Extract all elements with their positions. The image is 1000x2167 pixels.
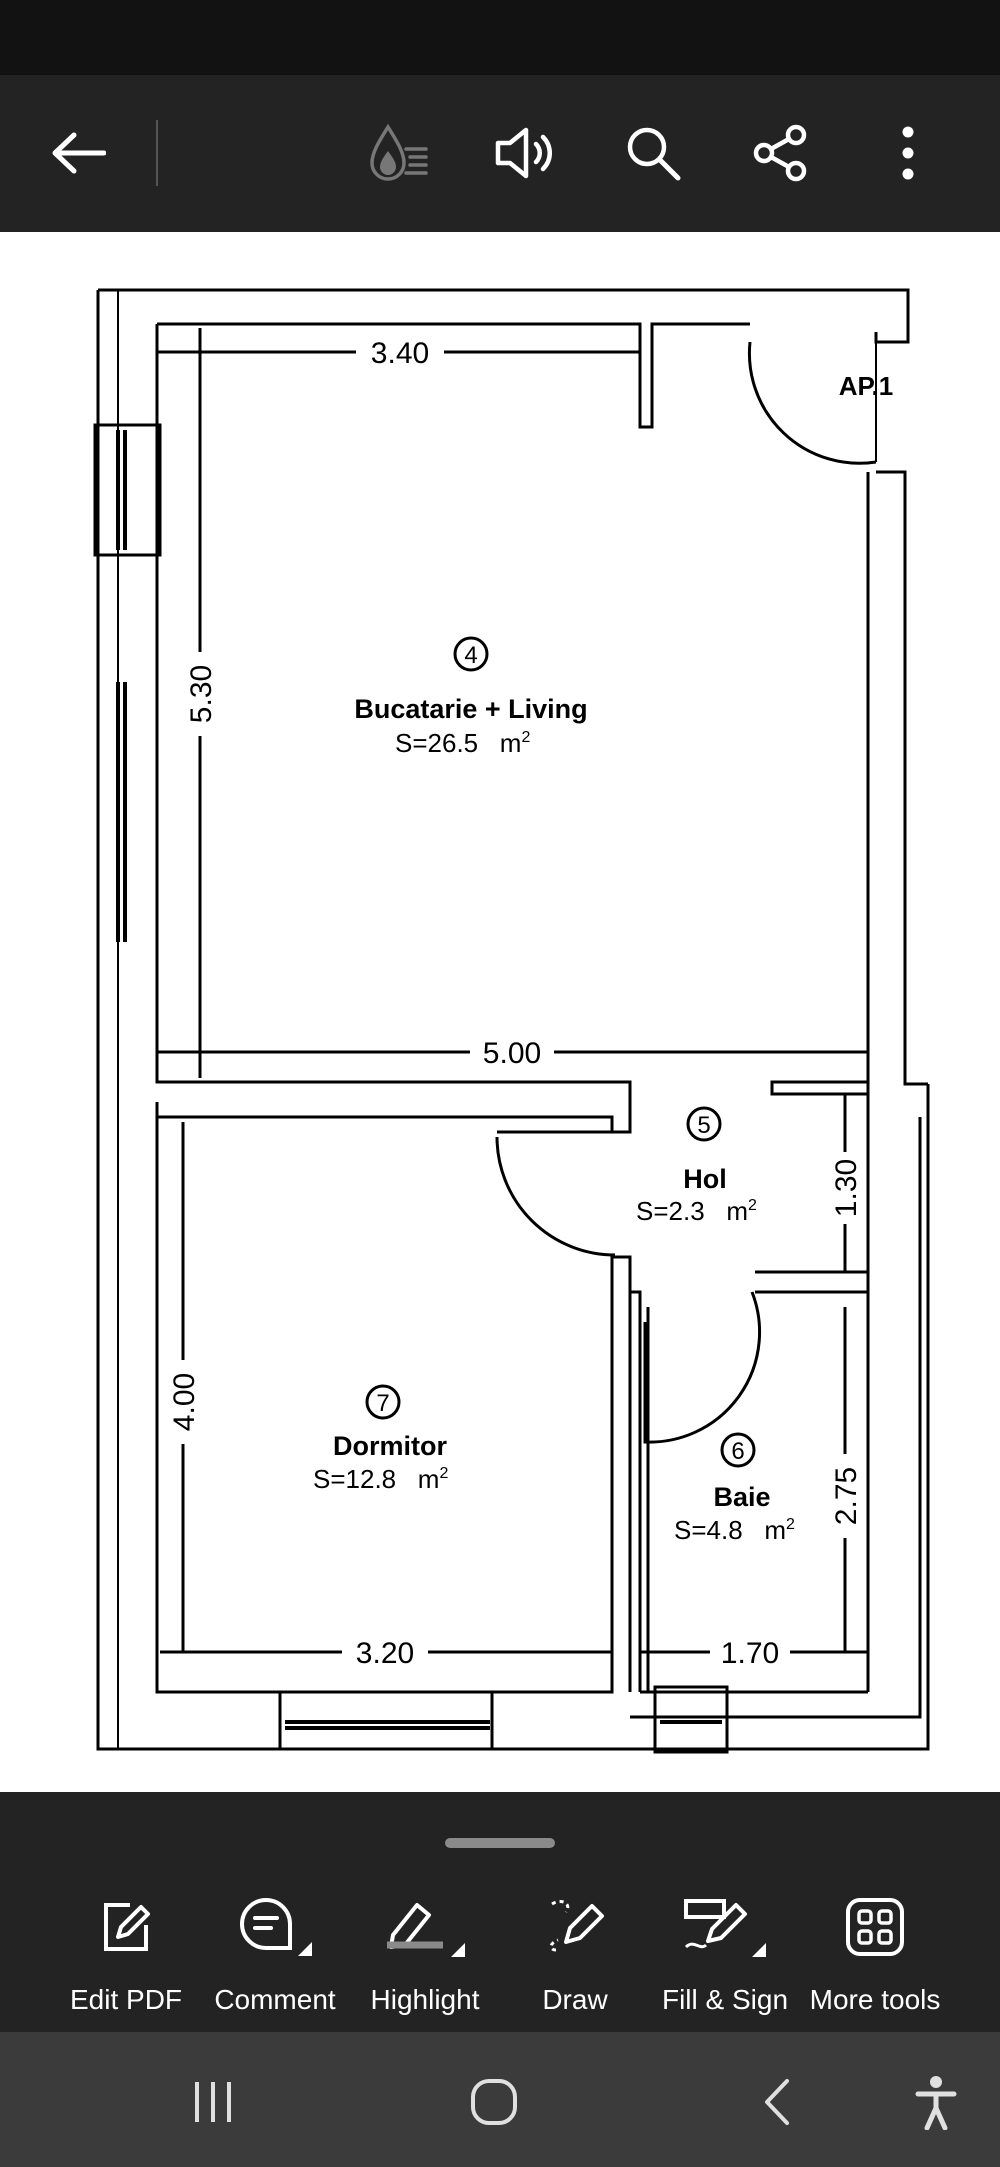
room-area: S=2.3 m2 bbox=[636, 1196, 757, 1226]
tool-draw[interactable]: Draw bbox=[500, 1892, 650, 2015]
room-number: 5 bbox=[697, 1112, 710, 1139]
status-bar bbox=[0, 0, 1000, 75]
back-arrow-icon[interactable] bbox=[33, 108, 123, 198]
share-icon[interactable] bbox=[735, 108, 825, 198]
home-icon[interactable] bbox=[444, 2052, 544, 2152]
room-name: Dormitor bbox=[333, 1431, 447, 1461]
read-aloud-icon[interactable] bbox=[480, 108, 570, 198]
fill-sign-icon bbox=[650, 1892, 800, 1962]
room-area: S=26.5 m2 bbox=[395, 728, 530, 758]
draw-icon bbox=[500, 1892, 650, 1962]
room-name: Bucatarie + Living bbox=[354, 694, 587, 724]
accessibility-icon[interactable] bbox=[886, 2052, 986, 2152]
tool-edit-pdf[interactable]: Edit PDF bbox=[51, 1892, 201, 2015]
top-toolbar bbox=[0, 75, 1000, 232]
apartment-label: AP.1 bbox=[839, 371, 893, 401]
pdf-document-view[interactable]: 4 5 6 7 Bucatarie + Living Hol Baie Dorm… bbox=[0, 232, 1000, 1792]
dimension-label: 5.30 bbox=[185, 665, 218, 723]
dimension-label: 3.40 bbox=[371, 337, 429, 370]
tool-label: Edit PDF bbox=[69, 1984, 183, 2015]
tool-label: Comment bbox=[214, 1984, 336, 2015]
back-icon[interactable] bbox=[726, 2052, 826, 2152]
tool-highlight[interactable]: Highlight bbox=[350, 1892, 500, 2015]
comment-icon bbox=[200, 1892, 350, 1962]
room-number: 7 bbox=[376, 1390, 389, 1417]
room-area: S=4.8 m2 bbox=[674, 1515, 795, 1545]
drag-handle[interactable] bbox=[445, 1838, 555, 1848]
room-number: 6 bbox=[731, 1438, 744, 1465]
tool-comment[interactable]: Comment bbox=[200, 1892, 350, 2015]
room-name: Baie bbox=[713, 1482, 770, 1512]
recent-apps-icon[interactable] bbox=[163, 2052, 263, 2152]
liquid-mode-icon[interactable] bbox=[353, 108, 443, 198]
dimension-label: 1.30 bbox=[830, 1159, 863, 1217]
tool-fill-sign[interactable]: Fill & Sign bbox=[650, 1892, 800, 2015]
tool-label: Highlight bbox=[370, 1984, 480, 2015]
more-tools-icon bbox=[800, 1892, 950, 1962]
dimension-label: 2.75 bbox=[830, 1467, 863, 1525]
tool-more-tools[interactable]: More tools bbox=[800, 1892, 950, 2015]
room-number: 4 bbox=[464, 642, 477, 669]
dimension-label: 3.20 bbox=[356, 1637, 414, 1670]
room-area: S=12.8 m2 bbox=[313, 1464, 448, 1494]
highlight-icon bbox=[350, 1892, 500, 1962]
floor-plan: 4 5 6 7 Bucatarie + Living Hol Baie Dorm… bbox=[93, 288, 930, 1754]
dimension-label: 4.00 bbox=[168, 1373, 201, 1431]
system-nav-bar bbox=[0, 2032, 1000, 2167]
tool-label: Draw bbox=[542, 1984, 608, 2015]
dimension-label: 1.70 bbox=[721, 1637, 779, 1670]
search-icon[interactable] bbox=[608, 108, 698, 198]
tool-label: Fill & Sign bbox=[661, 1984, 789, 2015]
tool-label: More tools bbox=[809, 1984, 941, 2015]
toolbar-divider bbox=[156, 120, 158, 186]
edit-pdf-icon bbox=[51, 1892, 201, 1962]
more-options-icon[interactable] bbox=[863, 108, 953, 198]
bottom-tools-panel: Edit PDF Comment Highlight Draw Fill & S… bbox=[0, 1792, 1000, 2032]
dimension-label: 5.00 bbox=[483, 1037, 541, 1070]
room-name: Hol bbox=[683, 1164, 727, 1194]
